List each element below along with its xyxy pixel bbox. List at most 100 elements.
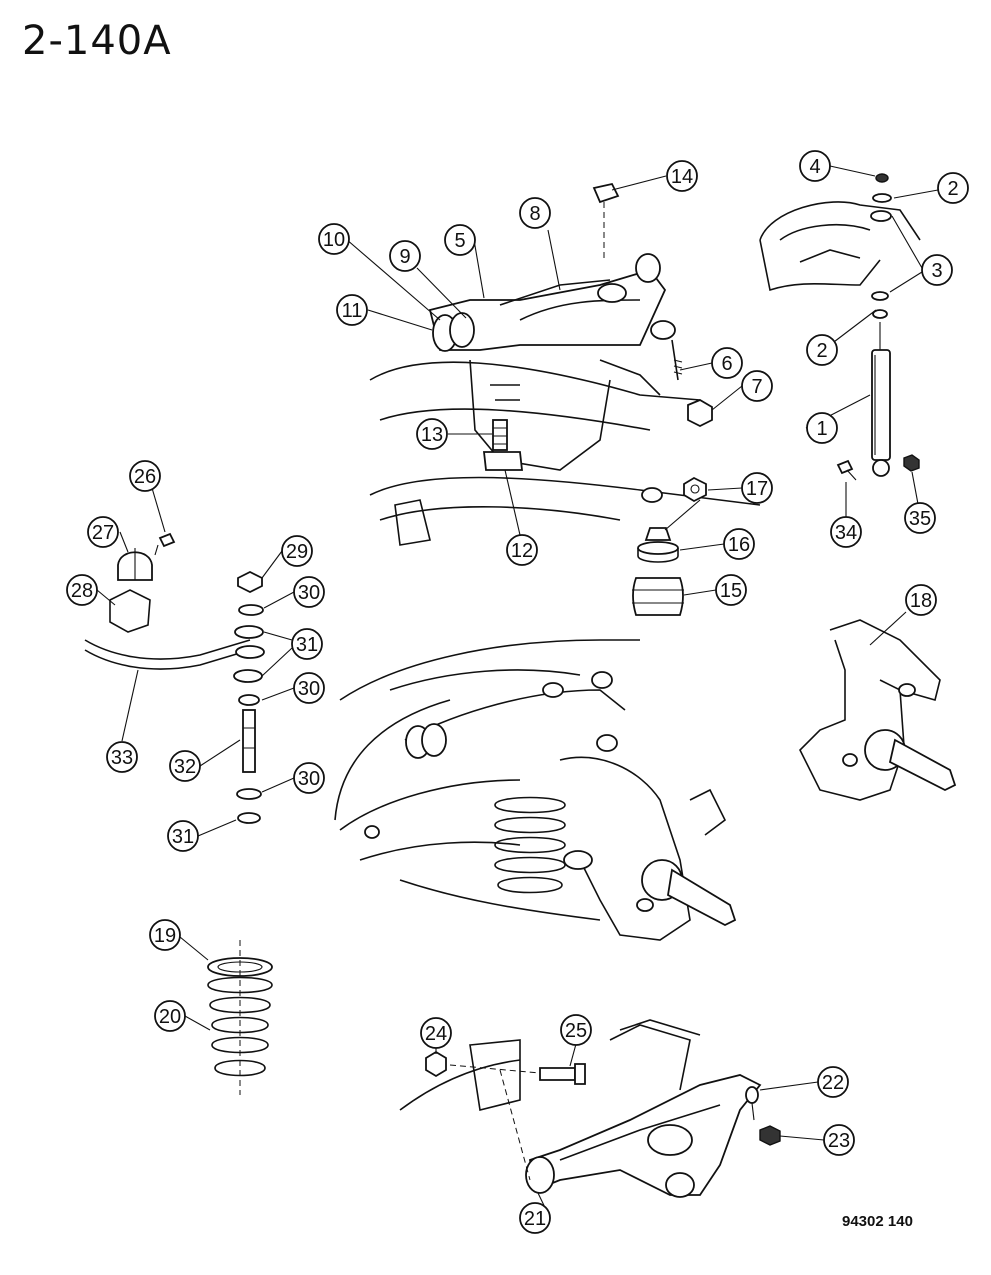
page-title: 2-140A <box>22 18 172 64</box>
callout-number: 30 <box>298 678 320 700</box>
callout-6: 6 <box>711 347 743 379</box>
callout-4: 4 <box>799 150 831 182</box>
callout-11: 11 <box>336 294 368 326</box>
callout-28: 28 <box>66 574 98 606</box>
callout-circle <box>519 1202 551 1234</box>
callout-number: 30 <box>298 582 320 604</box>
callout-2b: 2 <box>806 334 838 366</box>
callout-27: 27 <box>87 516 119 548</box>
callout-number: 15 <box>720 580 742 602</box>
callout-9: 9 <box>389 240 421 272</box>
callout-circle <box>389 240 421 272</box>
callout-number: 26 <box>134 466 156 488</box>
callout-number: 34 <box>835 522 857 544</box>
callout-circle <box>444 224 476 256</box>
callout-number: 7 <box>751 376 762 398</box>
callout-25: 25 <box>560 1014 592 1046</box>
figure-code: 94302 140 <box>842 1213 913 1230</box>
callout-circle <box>715 574 747 606</box>
callout-15: 15 <box>715 574 747 606</box>
callout-23: 23 <box>823 1124 855 1156</box>
callout-18: 18 <box>905 584 937 616</box>
callout-number: 22 <box>822 1072 844 1094</box>
callout-circle <box>167 820 199 852</box>
callout-30b: 30 <box>293 672 325 704</box>
lower-control-arm-group <box>399 1019 781 1198</box>
callout-number: 19 <box>154 925 176 947</box>
callout-circle <box>830 516 862 548</box>
callout-circle <box>723 528 755 560</box>
callout-2a: 2 <box>937 172 969 204</box>
callout-circle <box>741 472 773 504</box>
callout-number: 2 <box>816 340 827 362</box>
callout-circle <box>291 628 323 660</box>
callout-26: 26 <box>129 460 161 492</box>
callout-number: 33 <box>111 747 133 769</box>
callout-number: 16 <box>728 534 750 556</box>
callout-7: 7 <box>741 370 773 402</box>
callout-17: 17 <box>741 472 773 504</box>
shock-absorber-group <box>759 173 921 481</box>
callout-circle <box>519 197 551 229</box>
callout-29: 29 <box>281 535 313 567</box>
callout-number: 2 <box>947 178 958 200</box>
callout-24: 24 <box>420 1017 452 1049</box>
callout-34: 34 <box>830 516 862 548</box>
callout-number: 24 <box>425 1023 447 1045</box>
callout-circle <box>506 534 538 566</box>
callout-circle <box>416 418 448 450</box>
callout-22: 22 <box>817 1066 849 1098</box>
callout-circle <box>149 919 181 951</box>
callout-circle <box>169 750 201 782</box>
callout-circle <box>921 254 953 286</box>
callout-number: 3 <box>931 260 942 282</box>
callout-number: 28 <box>71 580 93 602</box>
callout-circle <box>905 584 937 616</box>
callout-number: 8 <box>529 203 540 225</box>
callout-30a: 30 <box>293 576 325 608</box>
callout-21: 21 <box>519 1202 551 1234</box>
callout-circle <box>293 672 325 704</box>
callout-8: 8 <box>519 197 551 229</box>
callout-number: 35 <box>909 508 931 530</box>
callout-circle <box>318 223 350 255</box>
callout-circle <box>823 1124 855 1156</box>
callout-number: 27 <box>92 522 114 544</box>
callout-circle <box>154 1000 186 1032</box>
callout-31a: 31 <box>291 628 323 660</box>
callout-circle <box>817 1066 849 1098</box>
sway-bar-group <box>84 532 265 824</box>
callout-circle <box>87 516 119 548</box>
callout-circle <box>281 535 313 567</box>
callout-layer: 1223456789101112131415161718192021222324… <box>66 150 969 1234</box>
callout-number: 25 <box>565 1020 587 1042</box>
assembled-suspension-view <box>334 639 737 941</box>
callout-number: 32 <box>174 756 196 778</box>
callout-13: 13 <box>416 418 448 450</box>
callout-number: 5 <box>454 230 465 252</box>
callout-circle <box>904 502 936 534</box>
callout-number: 1 <box>816 418 827 440</box>
callout-circle <box>336 294 368 326</box>
callout-number: 10 <box>323 229 345 251</box>
callout-number: 31 <box>172 826 194 848</box>
callout-35: 35 <box>904 502 936 534</box>
callout-14: 14 <box>666 160 698 192</box>
callout-number: 13 <box>421 424 443 446</box>
callout-circle <box>106 741 138 773</box>
callout-number: 12 <box>511 540 533 562</box>
callout-number: 30 <box>298 768 320 790</box>
upper-control-arm-group <box>369 182 761 546</box>
callout-number: 18 <box>910 590 932 612</box>
steering-knuckle-group <box>799 619 957 801</box>
callout-number: 11 <box>342 300 363 322</box>
callout-number: 4 <box>809 156 820 178</box>
callout-circle <box>666 160 698 192</box>
coil-spring-group <box>207 940 273 1095</box>
callout-circle <box>806 412 838 444</box>
callout-number: 29 <box>286 541 308 563</box>
bump-stop-group <box>632 527 684 616</box>
callout-circle <box>66 574 98 606</box>
callout-3: 3 <box>921 254 953 286</box>
